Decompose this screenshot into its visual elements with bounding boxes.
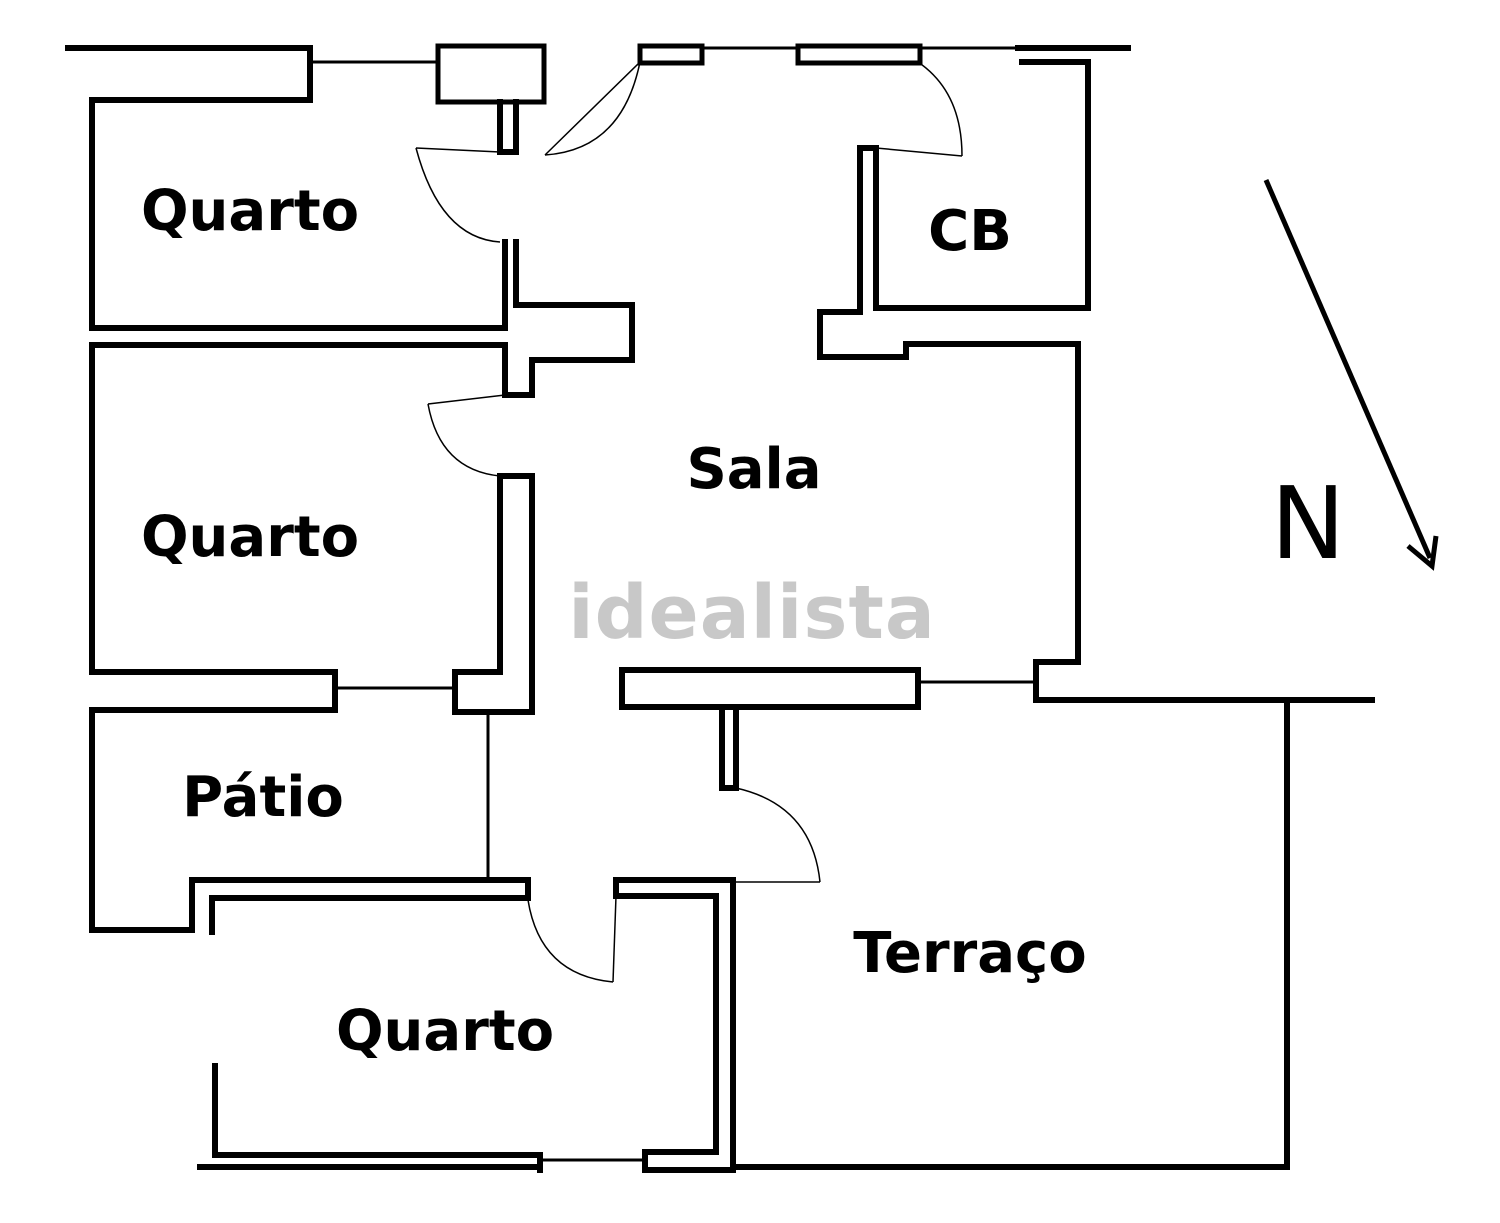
room-label-quarto-top: Quarto — [141, 179, 359, 244]
door-arc — [415, 147, 501, 243]
door-arc — [735, 787, 821, 883]
entrance-door — [544, 61, 641, 156]
watermark-text: idealista — [568, 570, 936, 656]
room-quarto-top — [89, 45, 635, 398]
room-patio — [89, 707, 531, 935]
door-arc — [427, 403, 501, 477]
door-arc — [527, 899, 614, 983]
room-terraco — [730, 697, 1375, 1170]
room-quarto-bottom — [197, 877, 736, 1173]
room-label-patio: Pátio — [182, 765, 344, 830]
sala-terrace-wall — [619, 667, 1036, 883]
room-label-sala: Sala — [686, 437, 821, 502]
compass-letter: N — [1271, 465, 1346, 582]
room-label-quarto-middle: Quarto — [141, 505, 359, 570]
door-arc — [917, 61, 963, 157]
north-wall — [65, 43, 1131, 105]
room-cb — [817, 59, 1091, 703]
room-quarto-middle — [89, 342, 535, 715]
north-arrow-icon — [1263, 179, 1439, 571]
room-label-quarto-bottom: Quarto — [336, 999, 554, 1064]
room-label-cb: CB — [928, 199, 1012, 264]
room-label-terraco: Terraço — [853, 921, 1086, 986]
